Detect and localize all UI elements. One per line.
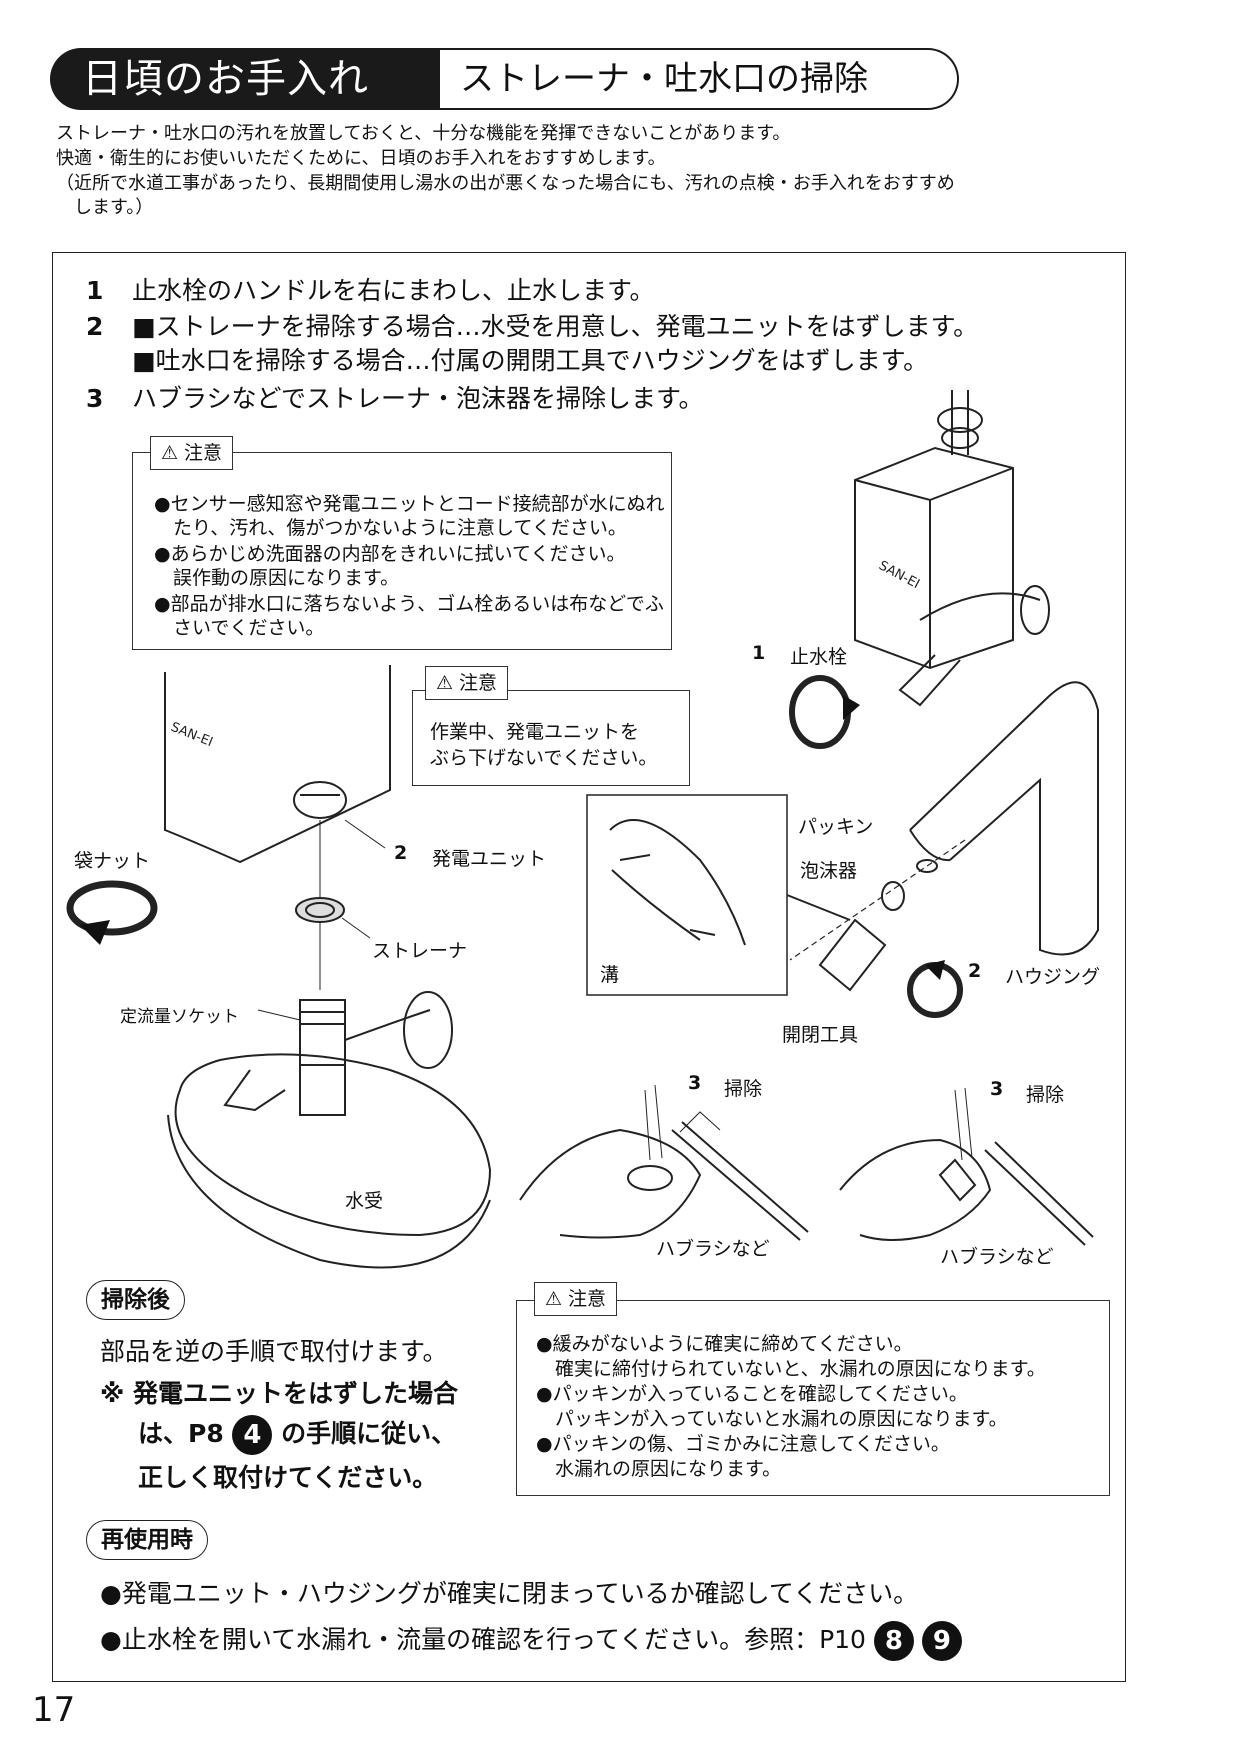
label-clean-num-1: 3 <box>688 1072 702 1094</box>
after-cleaning-note-b: は、P8 4 の手順に従い、 <box>138 1414 456 1455</box>
caution-1-line-3: ●あらかじめ洗面器の内部をきれいに拭いてください。 <box>154 543 626 565</box>
caution-2-line-2: ぶら下げないでください。 <box>430 747 658 769</box>
label-teiryuryo-socket: 定流量ソケット <box>120 1007 239 1027</box>
caution-3-line-6: 水漏れの原因になります。 <box>536 1458 782 1480</box>
intro-line-2: 快適・衛生的にお使いいただくために、日頃のお手入れをおすすめします。 <box>56 148 666 169</box>
intro-line-1: ストレーナ・吐水口の汚れを放置しておくと、十分な機能を発揮できないことがあります… <box>56 123 791 144</box>
caution-1-line-5: ●部品が排水口に落ちないよう、ゴム栓あるいは布などでふ <box>154 593 664 615</box>
caution-box-3 <box>516 1300 1110 1496</box>
page-number: 17 <box>32 1690 76 1730</box>
brand-logo-left: SAN-EI <box>169 720 215 750</box>
label-fukuro-nut: 袋ナット <box>74 850 151 872</box>
step-2: 2■ストレーナを掃除する場合…水受を用意し、発電ユニットをはずします。 <box>86 312 979 341</box>
label-housing-num: 2 <box>968 960 982 982</box>
caution-tag-3: ⚠注意 <box>534 1282 618 1316</box>
label-clean-1: 掃除 <box>724 1078 763 1100</box>
caution-1-line-4: 誤作動の原因になります。 <box>154 567 400 589</box>
topic-title: ストレーナ・吐水口の掃除 <box>438 48 959 110</box>
label-housing: ハウジング <box>1005 966 1101 988</box>
intro-line-4: します。） <box>56 197 154 218</box>
power-unit-box-right <box>854 446 1014 670</box>
caution-tag-2: ⚠注意 <box>425 666 509 700</box>
ref-badge-8: 8 <box>873 1621 914 1661</box>
label-strainer: ストレーナ <box>372 940 468 962</box>
after-cleaning-note-c: 正しく取付けてください。 <box>138 1463 438 1492</box>
water-tray <box>174 1053 492 1237</box>
caution-1-line-2: たり、汚れ、傷がつかないように注意してください。 <box>154 517 627 539</box>
label-clean-num-2: 3 <box>990 1078 1004 1100</box>
label-mizuuke: 水受 <box>345 1190 384 1212</box>
warning-icon: ⚠ <box>545 1288 563 1310</box>
label-hatsuden-unit: 発電ユニット <box>432 848 547 870</box>
label-clean-2: 掃除 <box>1026 1084 1065 1106</box>
label-toothbrush-2: ハブラシなど <box>940 1246 1054 1268</box>
caution-3-line-5: ●パッキンの傷、ゴミかみに注意してください。 <box>536 1433 950 1455</box>
label-packing: パッキン <box>798 816 874 838</box>
caution-3-line-1: ●緩みがないように確実に締めてください。 <box>536 1333 913 1355</box>
after-cleaning-note-a: ※ 発電ユニットをはずした場合 <box>100 1379 459 1408</box>
caution-box-2 <box>412 690 690 786</box>
label-kaihei-kogu: 開閉工具 <box>782 1024 859 1046</box>
step-2b: ■吐水口を掃除する場合…付属の開閉工具でハウジングをはずします。 <box>132 346 929 375</box>
power-unit-box-left <box>164 665 391 864</box>
label-step1-num: 1 <box>752 642 766 664</box>
brand-logo-right: SAN-EI <box>876 558 922 592</box>
caution-3-line-2: 確実に締付けられていないと、水漏れの原因になります。 <box>536 1358 1046 1380</box>
after-cleaning-title: 掃除後 <box>86 1280 185 1320</box>
reuse-line-2: ●止水栓を開いて水漏れ・流量の確認を行ってください。参照：P10 8 9 <box>100 1620 962 1661</box>
caution-1-line-6: さいでください。 <box>154 617 325 639</box>
warning-icon: ⚠ <box>436 672 454 694</box>
section-title: 日頃のお手入れ <box>50 48 440 110</box>
label-shisuisen: 止水栓 <box>790 646 848 668</box>
caution-3-line-3: ●パッキンが入っていることを確認してください。 <box>536 1383 968 1405</box>
intro-line-3: （近所で水道工事があったり、長期間使用し湯水の出が悪くなった場合にも、汚れの点検… <box>56 173 955 194</box>
caution-tag-1: ⚠注意 <box>150 436 234 470</box>
reuse-line-1: ●発電ユニット・ハウジングが確実に閉まっているか確認してください。 <box>100 1579 919 1608</box>
ref-badge-9: 9 <box>921 1621 962 1661</box>
label-mizo: 溝 <box>600 964 620 986</box>
label-step2-num: 2 <box>394 842 408 864</box>
caution-2-line-1: 作業中、発電ユニットを <box>430 721 640 743</box>
label-toothbrush-1: ハブラシなど <box>656 1238 770 1260</box>
caution-3-line-4: パッキンが入っていないと水漏れの原因になります。 <box>536 1408 1008 1430</box>
caution-box-1 <box>132 452 672 650</box>
step-ref-badge: 4 <box>232 1415 273 1455</box>
label-hosokuki: 泡沫器 <box>800 860 858 882</box>
reuse-title: 再使用時 <box>86 1520 208 1560</box>
warning-icon: ⚠ <box>161 442 179 464</box>
caution-1-line-1: ●センサー感知窓や発電ユニットとコード接続部が水にぬれ <box>154 493 665 515</box>
instruction-frame <box>52 252 1126 1682</box>
after-cleaning-line-1: 部品を逆の手順で取付けます。 <box>100 1337 448 1366</box>
